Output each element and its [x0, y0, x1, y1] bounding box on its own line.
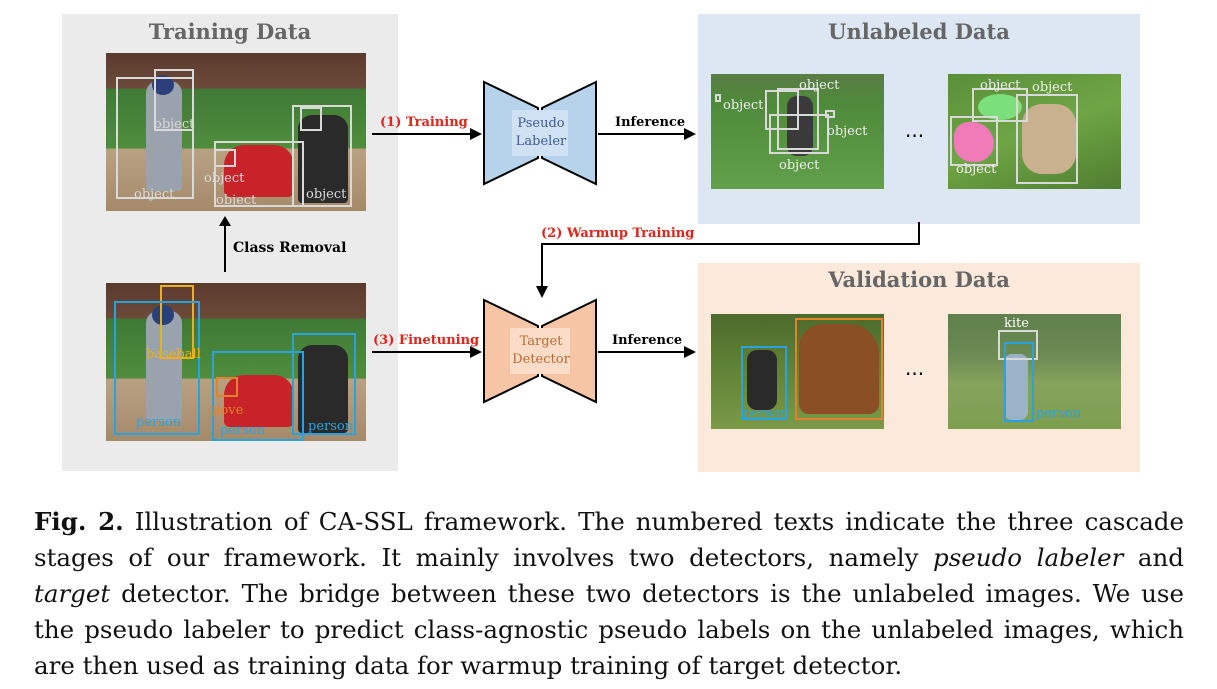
person-box — [1004, 342, 1034, 422]
validation-image-1: person — [711, 314, 884, 429]
inference-arrow-bottom — [598, 346, 696, 358]
object-label: object — [1032, 80, 1073, 95]
baseball-label: baseball — [146, 347, 201, 362]
object-box — [1016, 94, 1078, 184]
person-figure — [747, 350, 777, 410]
validation-ellipsis: ... — [905, 356, 925, 380]
unlabeled-data-title: Unlabeled Data — [828, 19, 1010, 44]
object-box — [116, 77, 194, 199]
person-box — [292, 333, 356, 435]
glove-box — [216, 377, 238, 397]
unlabeled-ellipsis: ... — [905, 118, 925, 142]
object-label: object — [779, 158, 820, 173]
person-box — [212, 351, 304, 441]
object-box — [300, 107, 322, 131]
kite-box — [998, 330, 1038, 360]
training-image-bottom: baseball glove person person person — [106, 283, 366, 441]
object-label: object — [799, 78, 840, 93]
figure-caption: Fig. 2. Illustration of CA-SSL framework… — [34, 504, 1184, 684]
person-label: person — [220, 423, 266, 438]
object-label: object — [980, 78, 1021, 93]
pseudo-labeler-shape — [483, 80, 597, 186]
inference-label-bottom: Inference — [612, 333, 683, 348]
hand-figure — [954, 122, 994, 162]
caption-text: Illustration of CA-SSL framework. The nu… — [34, 507, 1184, 572]
finetuning-arrow — [372, 346, 482, 358]
training-image-top: object object object object object — [106, 53, 366, 211]
pseudo-labeler-label: Pseudo Labeler — [515, 116, 567, 149]
caption-emphasis: target — [34, 579, 111, 608]
caption-emphasis: pseudo labeler — [933, 543, 1124, 572]
caption-text: and — [1123, 543, 1184, 572]
class-removal-arrow — [219, 216, 231, 272]
person-box — [114, 301, 200, 435]
person-label: person — [136, 415, 182, 430]
baseball-box — [160, 285, 194, 359]
object-label: object — [134, 187, 175, 202]
inference-arrow-top — [598, 128, 696, 140]
horse-figure — [799, 324, 879, 414]
unlabeled-image-1: object object object object — [711, 74, 884, 189]
figure-number: Fig. 2. — [34, 507, 124, 536]
person-figure — [787, 96, 813, 156]
object-label: object — [956, 162, 997, 177]
caption-text: detector. The bridge between these two d… — [34, 579, 1184, 680]
target-detector-label: Target Detector — [512, 334, 570, 367]
object-box — [769, 114, 829, 154]
object-box — [214, 149, 236, 167]
object-label: object — [827, 124, 868, 139]
object-box — [765, 90, 799, 130]
batter-helmet — [152, 305, 174, 325]
person-label: person — [743, 406, 789, 421]
umpire-figure — [298, 345, 348, 433]
training-data-title: Training Data — [148, 19, 312, 44]
class-removal-label: Class Removal — [233, 240, 347, 256]
batter-helmet — [152, 75, 174, 95]
person-label: person — [1036, 406, 1082, 421]
training-arrow-label: (1) Training — [380, 115, 468, 130]
target-detector-shape — [483, 298, 597, 404]
validation-image-2: kite person — [948, 314, 1121, 429]
object-label: object — [723, 98, 764, 113]
object-label: object — [216, 193, 257, 208]
object-box — [214, 141, 304, 207]
horse-box — [795, 318, 883, 420]
object-box — [825, 110, 835, 118]
catcher-figure — [224, 375, 294, 427]
object-box — [715, 94, 721, 102]
batter-figure — [146, 311, 182, 421]
object-box — [777, 88, 819, 150]
training-arrow — [372, 128, 482, 140]
warmup-training-label: (2) Warmup Training — [541, 226, 695, 241]
object-box — [950, 116, 998, 166]
person-label: person — [308, 419, 354, 434]
validation-data-title: Validation Data — [828, 267, 1010, 292]
warmup-training-arrow — [536, 222, 920, 298]
dog-figure — [1022, 104, 1076, 174]
person-box — [741, 346, 787, 420]
child-figure — [1004, 354, 1028, 420]
object-box — [972, 88, 1028, 122]
object-box — [292, 105, 352, 207]
batter-figure — [146, 81, 182, 191]
finetuning-arrow-label: (3) Finetuning — [373, 333, 480, 348]
object-label: object — [154, 117, 195, 132]
kite-label: kite — [1004, 316, 1029, 331]
unlabeled-image-2: object object object — [948, 74, 1121, 189]
glove-label: glove — [208, 403, 244, 418]
object-label: object — [204, 171, 245, 186]
frisbee-figure — [978, 94, 1022, 120]
object-label: object — [306, 187, 347, 202]
inference-label-top: Inference — [615, 115, 686, 130]
